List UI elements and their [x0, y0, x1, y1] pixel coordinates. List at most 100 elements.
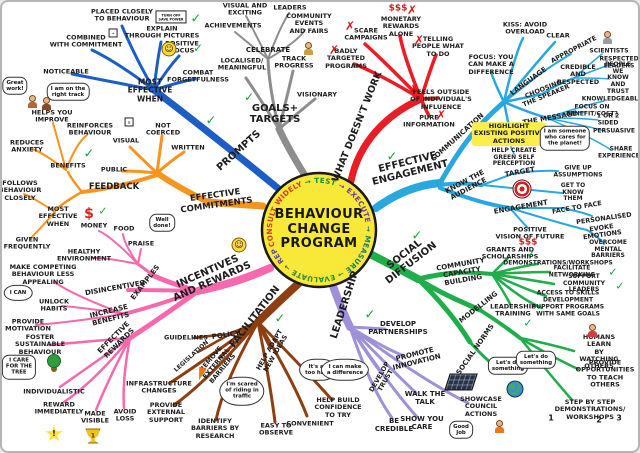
node-persuasive: PERSUASIVE [592, 127, 636, 135]
node-reduces-anxiety: REDUCES ANXIETY [9, 138, 45, 154]
branch-line [502, 74, 539, 104]
branch-line [502, 40, 557, 104]
node-promote-innovation: PROMOTE INNOVATION [391, 345, 442, 372]
node-written: WRITTEN [171, 143, 205, 152]
node-reward-immediately: REWARD IMMEDIATELY [34, 400, 84, 416]
person-icon [494, 420, 504, 433]
node-badly-targeted: BADLY TARGETED PROGRAMS [325, 47, 367, 70]
earth-icon [506, 380, 524, 398]
branch-line [52, 122, 67, 171]
trophy-icon: 1 [85, 428, 101, 444]
branch-line [419, 96, 440, 101]
node-step-by-step: STEP BY STEP DEMONSTRATIONS/ WORKSHOPS [554, 398, 626, 421]
node-step-number: 1 [548, 413, 554, 423]
node-help-build-confidence: HELP BUILD CONFIDENCE TO TRY [314, 396, 362, 419]
node-made-visible: MADE VISIBLE [80, 409, 110, 425]
branch-line [90, 48, 156, 92]
x-mark: ✗ [408, 82, 420, 96]
branch-incentives-line [194, 264, 274, 295]
node-noticeable: NOTICEABLE [43, 67, 89, 76]
node-get-to-know-them: GET TO KNOW THEM [560, 181, 586, 203]
branch-line [152, 54, 181, 92]
node-achievements: ACHIEVEMENTS [204, 21, 262, 30]
branch-line [502, 100, 549, 120]
branch-line [152, 77, 197, 92]
node-highlight-actions: HIGHLIGHT EXISTING POSITIVE ACTIONS [471, 122, 547, 146]
check-mark: ✓ [98, 204, 108, 218]
node-foster-sustainable: FOSTER SUSTAINABLE BEHAVIOUR [14, 333, 66, 356]
node-community-events: COMMUNITY EVENTS AND FAIRS [286, 12, 332, 35]
speech-bubble: I am on the right track [46, 82, 90, 102]
branch-line [561, 207, 593, 217]
branch-line [452, 270, 494, 276]
branch-line [267, 12, 290, 60]
branch-prompts-line [150, 86, 289, 198]
person-head [304, 42, 312, 49]
branch-line [438, 186, 512, 210]
node-scientists: SCIENTISTS [589, 47, 629, 55]
node-show-you-care: SHOW YOU CARE [400, 415, 444, 431]
branch-line [490, 272, 548, 298]
person-icon [27, 95, 37, 108]
person-body [602, 38, 612, 44]
node-respected-leaders: RESPECTED LEADERS [599, 55, 639, 69]
branch-line [58, 336, 132, 389]
node-identify-barriers: IDENTIFY BARRIERS BY RESEARCH [190, 417, 240, 440]
check-mark: ✓ [608, 265, 618, 279]
branch-line [415, 270, 457, 282]
node-unlock-habits: UNLOCK HABITS [39, 297, 69, 313]
node-positive-vision: POSITIVE VISION OF FUTURE [495, 225, 565, 241]
person-head [495, 420, 503, 427]
x-mark: ✗ [413, 33, 425, 47]
node-effective-rewards: EFFECTIVE REWARDS [95, 319, 136, 360]
branch-line [490, 272, 556, 286]
branch-line [489, 70, 506, 104]
solar-panel-icon [444, 373, 478, 391]
node-convenient: CONVENIENT [286, 419, 334, 428]
branch-line [502, 36, 525, 104]
check-mark: ✓ [411, 228, 423, 244]
check-mark: ✓ [526, 247, 536, 261]
person-icon [587, 324, 597, 337]
check-mark: ✓ [205, 113, 217, 129]
node-food: FOOD [113, 224, 135, 233]
node-share-experiences: SHARE EXPERIENCES [597, 145, 640, 159]
branch-line [31, 148, 67, 171]
branch-line [128, 145, 159, 175]
node-help-adapt: HELP ADAPT NEW IDEAS [254, 328, 290, 374]
person-body [587, 331, 597, 337]
node-given-frequently: GIVEN FREQUENTLY [3, 235, 51, 251]
tree-icon [47, 354, 61, 368]
branch-line [122, 233, 139, 265]
person-head [42, 97, 50, 104]
person-body [41, 104, 51, 110]
x-mark: ✗ [344, 19, 356, 33]
reward-burst-icon: ! [45, 425, 63, 442]
branch-line [62, 336, 132, 404]
branch-line [348, 325, 419, 419]
branch-line [152, 40, 163, 92]
branch-line [546, 117, 599, 121]
node-track-progress: TRACK PROGRESS [274, 54, 314, 70]
node-visual-exciting: VISUAL AND EXCITING [222, 1, 268, 17]
center-title: BEHAVIOUR CHANGE PROGRAM [274, 207, 364, 252]
branch-line [573, 63, 613, 79]
branch-line [244, 76, 281, 131]
node-focus-difference: FOCUS: YOU CAN MAKE A DIFFERENCE [468, 53, 514, 76]
node-clear: CLEAR [546, 31, 570, 40]
branch-line [48, 336, 132, 347]
check-mark: ✓ [190, 11, 202, 27]
branch-line [94, 336, 132, 412]
branch-line [214, 320, 260, 422]
branch-line [277, 97, 317, 131]
node-monetary-rewards: MONETARY REWARDS ALONE [380, 15, 422, 38]
node-be-credible: BE CREDIBLE [374, 417, 414, 433]
branch-line [438, 181, 484, 187]
person-head [28, 95, 36, 102]
node-support-leaders: SUPPORT COMMUNITY LEADERS [562, 272, 605, 294]
node-follows-closely: FOLLOWS BEHAVIOUR CLOSELY [0, 179, 42, 202]
branch-line [122, 336, 132, 410]
branch-line [267, 29, 306, 60]
branch-line [29, 211, 56, 240]
